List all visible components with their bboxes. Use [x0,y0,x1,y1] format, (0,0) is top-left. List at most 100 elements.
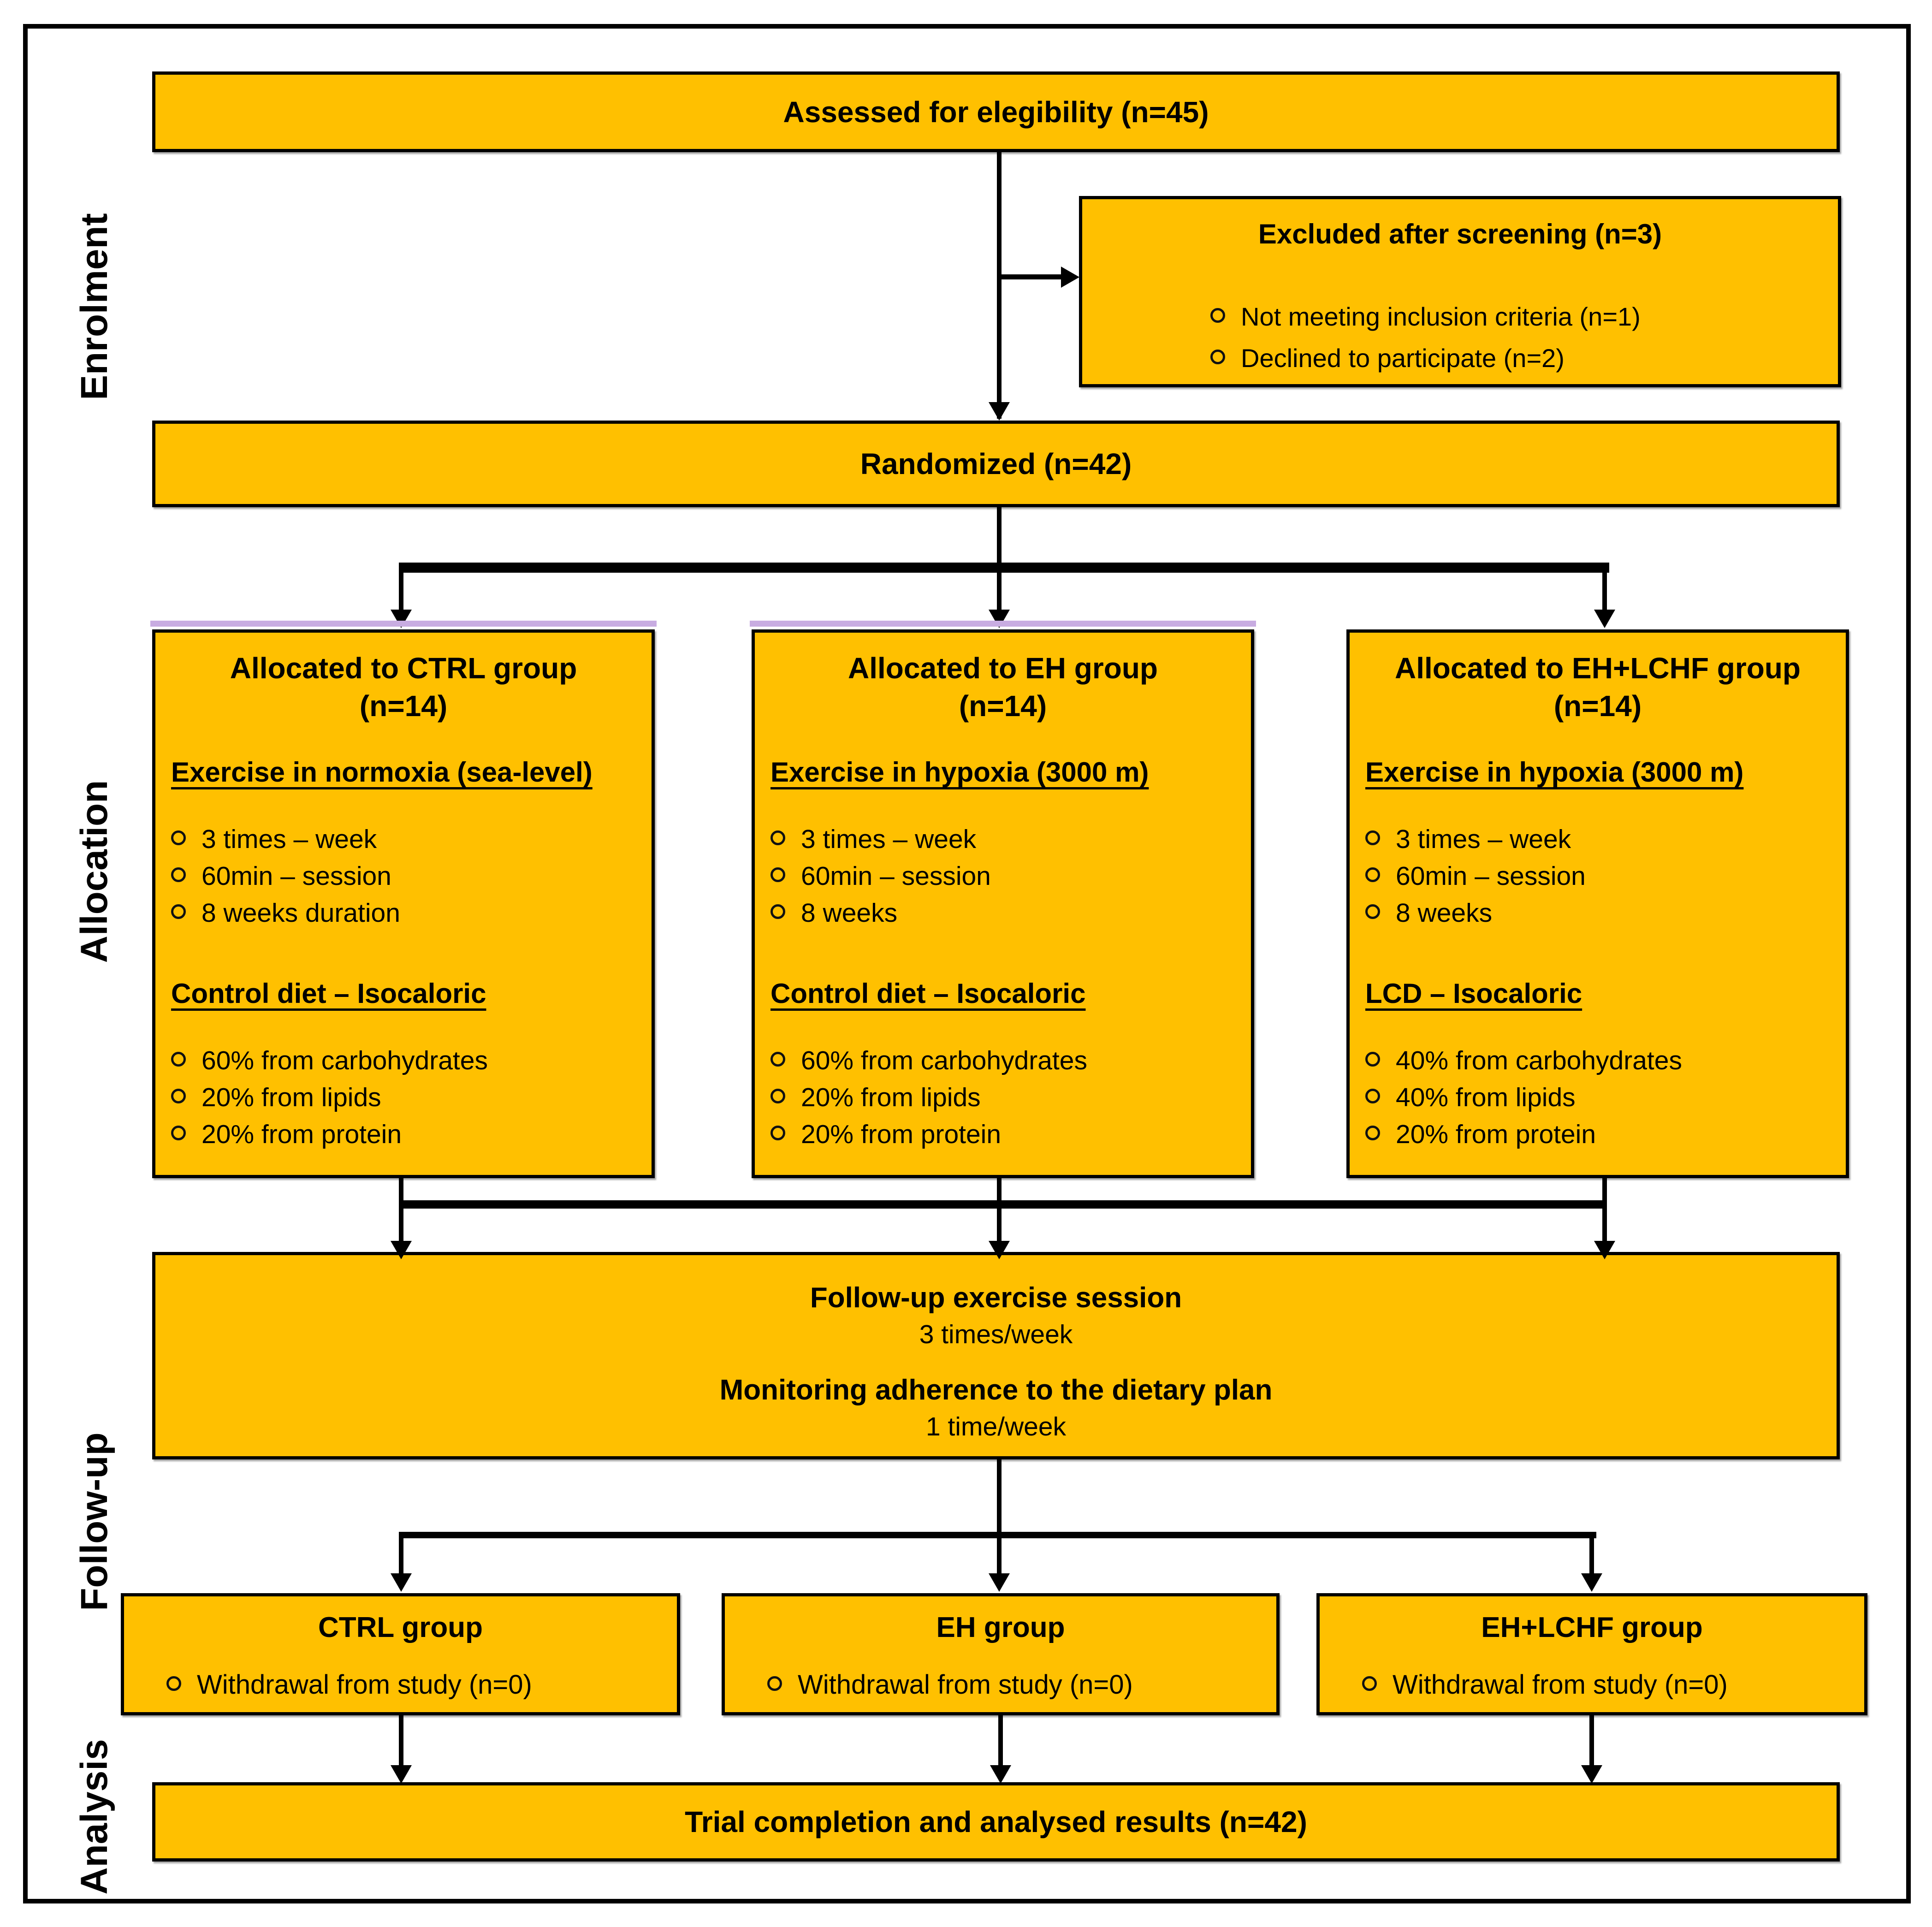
list-item: 8 weeks [1365,895,1830,931]
list-item: 60min – session [171,858,636,895]
bullet-text: 3 times – week [201,824,377,854]
bullet-text: 60min – session [801,861,991,891]
bullet-text: 60% from carbohydrates [801,1046,1087,1075]
group-drop-center [997,1538,1002,1574]
final-drop-left [399,1715,403,1767]
bullet-text: 20% from lipids [801,1083,981,1112]
list-item: 3 times – week [770,821,1235,858]
arrow-to-eh-group-icon [989,1573,1010,1592]
bullet-circle-icon [171,830,186,845]
exercise-heading: Exercise in hypoxia (3000 m) [770,757,1149,788]
bullet-circle-icon [171,1126,186,1140]
bullet-circle-icon [1365,904,1380,919]
bullet-circle-icon [767,1676,782,1691]
list-item: 20% from protein [770,1116,1235,1153]
box-excluded-after-screening: Excluded after screening (n=3) Not meeti… [1079,196,1841,387]
box-eh-group-followup: EH group Withdrawal from study (n=0) [722,1593,1280,1715]
list-item: 40% from lipids [1365,1079,1830,1116]
bullet-text: 20% from lipids [201,1083,381,1112]
arrow-into-followup-center-icon [989,1241,1010,1259]
exercise-heading: Exercise in normoxia (sea-level) [171,757,593,788]
excluded-bullet-text: Declined to participate (n=2) [1241,344,1565,373]
outer-border [23,24,1911,1903]
diet-bullet-list: 60% from carbohydrates 20% from lipids 2… [171,1042,636,1153]
diet-heading: Control diet – Isocaloric [171,978,486,1009]
bullet-circle-icon [1365,1089,1380,1103]
list-item: 20% from lipids [770,1079,1235,1116]
alloc-title-line2: (n=14) [959,689,1047,723]
group-drop-right [1589,1538,1594,1574]
bullet-text: 8 weeks duration [201,898,400,928]
diet-heading: Control diet – Isocaloric [770,978,1086,1009]
alloc-title-line2: (n=14) [1553,689,1642,723]
box-ctrl-group-followup: CTRL group Withdrawal from study (n=0) [121,1593,680,1715]
exercise-heading: Exercise in hypoxia (3000 m) [1365,757,1744,788]
list-item: 20% from protein [171,1116,636,1153]
bullet-text: 3 times – week [1396,824,1571,854]
bullet-text: 8 weeks [1396,898,1493,928]
box-allocated-eh: Allocated to EH group (n=14) Exercise in… [752,629,1254,1178]
stage-label-analysis: Analysis [73,1739,115,1895]
arrow-into-followup-left-icon [391,1241,412,1259]
branch-bar-groups [399,1532,1596,1538]
list-item: 3 times – week [1365,821,1830,858]
group-bullet-text: Withdrawal from study (n=0) [1393,1670,1728,1700]
final-drop-right [1589,1715,1594,1767]
arrow-to-excluded-line [999,274,1062,279]
list-item: 8 weeks [770,895,1235,931]
bullet-circle-icon [770,867,785,882]
followup-line4: 1 time/week [925,1412,1067,1441]
list-item: Withdrawal from study (n=0) [767,1667,1262,1702]
followup-drop-left [399,1209,403,1242]
bullet-text: 3 times – week [801,824,977,854]
alloc-title-line1: Allocated to EH+LCHF group [1395,652,1801,685]
list-item: 60min – session [1365,858,1830,895]
group-bullet-text: Withdrawal from study (n=0) [798,1670,1133,1700]
bullet-circle-icon [171,904,186,919]
list-item: Declined to participate (n=2) [1210,338,1819,379]
diet-bullet-list: 60% from carbohydrates 20% from lipids 2… [770,1042,1235,1153]
group-title: CTRL group [318,1612,483,1643]
list-item: 20% from lipids [171,1079,636,1116]
stage-label-enrolment: Enrolment [73,213,115,400]
arrow-into-followup-right-icon [1594,1241,1615,1259]
bullet-circle-icon [1365,1052,1380,1067]
exercise-bullet-list: 3 times – week 60min – session 8 weeks [770,821,1235,931]
arrow-to-final-center-icon [990,1765,1011,1784]
exercise-bullet-list: 3 times – week 60min – session 8 weeks [1365,821,1830,931]
followup-spacer [155,1352,1837,1371]
accent-strip-eh [750,621,1256,627]
box-ehlchf-group-followup: EH+LCHF group Withdrawal from study (n=0… [1316,1593,1867,1715]
box-follow-up: Follow-up exercise session 3 times/week … [152,1252,1840,1459]
bullet-circle-icon [1210,308,1225,323]
arrow-assessed-to-randomized-line [997,152,1002,419]
bullet-circle-icon [1365,1126,1380,1140]
box-trial-completion: Trial completion and analysed results (n… [152,1782,1840,1862]
list-item: 20% from protein [1365,1116,1830,1153]
followup-drop-right [1602,1209,1607,1242]
assessed-title: Assessed for elegibility (n=45) [783,95,1209,129]
bullet-circle-icon [770,830,785,845]
arrow-to-ehlchf-group-icon [1581,1573,1602,1592]
box-allocated-ctrl: Allocated to CTRL group (n=14) Exercise … [152,629,655,1178]
group-title: EH+LCHF group [1481,1612,1703,1643]
box-allocated-ehlchf: Allocated to EH+LCHF group (n=14) Exerci… [1346,629,1849,1178]
alloc-title-line1: Allocated to EH group [848,652,1158,685]
branch-line-left [399,573,403,611]
bullet-circle-icon [1210,350,1225,364]
final-drop-center [998,1715,1003,1767]
excluded-title: Excluded after screening (n=3) [1258,219,1662,249]
bullet-circle-icon [171,867,186,882]
final-title: Trial completion and analysed results (n… [685,1805,1307,1838]
randomized-title: Randomized (n=42) [860,447,1132,480]
bullet-text: 20% from protein [201,1120,402,1149]
bullet-circle-icon [171,1089,186,1103]
arrow-randomized-stem-line [997,507,1002,566]
accent-strip-ctrl [150,621,657,627]
bullet-circle-icon [1362,1676,1377,1691]
branch-bar-allocation [399,563,1609,573]
arrow-assessed-to-randomized-head-icon [989,402,1010,421]
bullet-text: 60min – session [201,861,391,891]
list-item: 40% from carbohydrates [1365,1042,1830,1079]
